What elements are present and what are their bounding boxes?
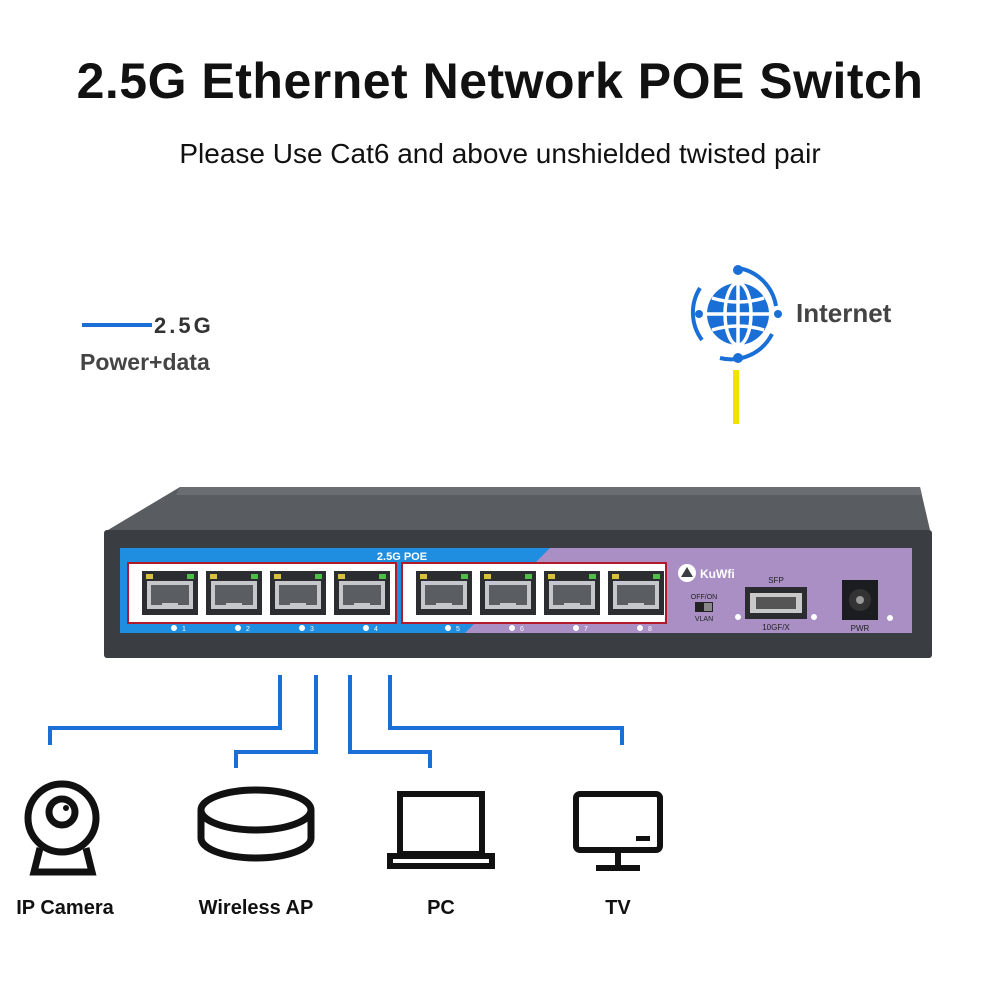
port-number-label: 6: [520, 626, 524, 633]
page-subtitle: Please Use Cat6 and above unshielded twi…: [179, 138, 821, 169]
port-number-label: 5: [456, 626, 460, 633]
port-number-label: 4: [374, 626, 378, 633]
line-pc: [348, 675, 432, 768]
ethernet-port-4[interactable]: 4: [334, 571, 390, 633]
brand-name: KuWfi: [700, 567, 735, 581]
laptop-icon: [387, 791, 495, 869]
port-number-label: 2: [246, 626, 250, 633]
poe-label: 2.5G POE: [377, 551, 427, 563]
page-title: 2.5G Ethernet Network POE Switch: [76, 53, 924, 109]
ethernet-port-5[interactable]: 5: [416, 571, 472, 633]
line-wireless-ap: [234, 675, 318, 768]
ethernet-port-7[interactable]: 7: [544, 571, 600, 633]
line-tv: [388, 675, 624, 745]
device-label-tv: TV: [605, 897, 631, 919]
port-number-label: 8: [648, 626, 652, 633]
wireless-ap-icon: [197, 786, 315, 862]
device-label-wireless-ap: Wireless AP: [198, 897, 314, 919]
device-label-ip-camera: IP Camera: [16, 897, 114, 919]
port-number-label: 3: [310, 626, 314, 633]
vlan-label-bottom: VLAN: [695, 616, 713, 623]
power-label: PWR: [851, 624, 870, 633]
sfp-label: SFP: [768, 576, 784, 585]
connection-diagram: [24, 675, 663, 876]
monitor-icon: [573, 791, 663, 871]
ethernet-port-2[interactable]: 2: [206, 571, 262, 633]
globe-icon: [690, 265, 782, 424]
ip-camera-icon: [24, 780, 100, 876]
brand-logo: KuWfi: [678, 564, 735, 582]
internet-label: Internet: [796, 298, 892, 328]
device-label-pc: PC: [427, 897, 455, 919]
ethernet-port-1[interactable]: 1: [142, 571, 198, 633]
legend-line: [82, 323, 152, 327]
ethernet-port-6[interactable]: 6: [480, 571, 536, 633]
legend-line-label: 2.5G: [154, 313, 214, 338]
sfp-port-label: 10GF/X: [762, 623, 790, 632]
legend-caption: Power+data: [80, 349, 210, 375]
ethernet-port-3[interactable]: 3: [270, 571, 326, 633]
ethernet-port-8[interactable]: 8: [608, 571, 664, 633]
port-number-label: 7: [584, 626, 588, 633]
line-ip-camera: [48, 675, 282, 745]
vlan-label-top: OFF/ON: [691, 594, 717, 601]
port-number-label: 1: [182, 626, 186, 633]
